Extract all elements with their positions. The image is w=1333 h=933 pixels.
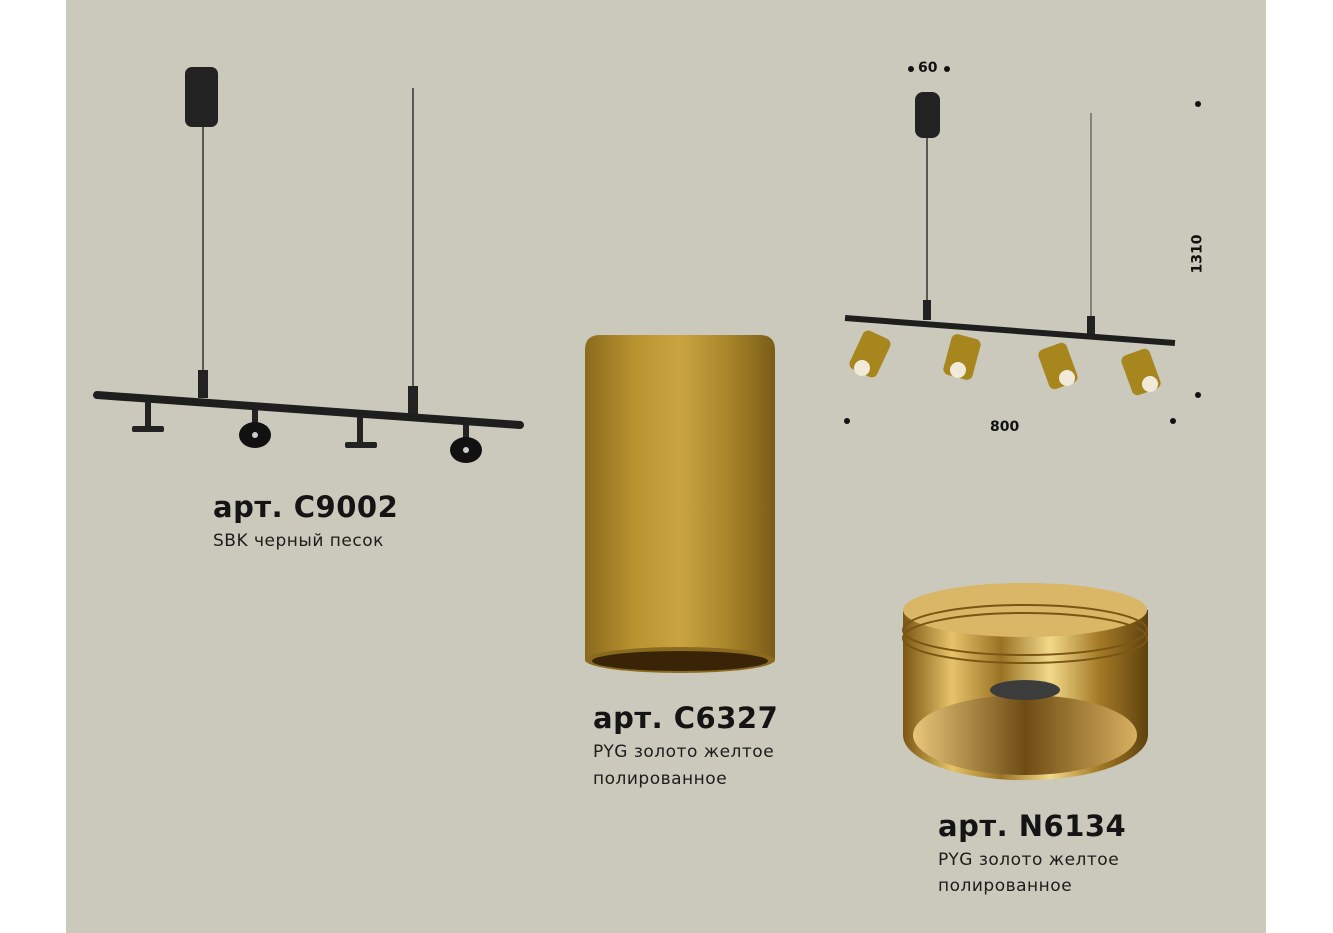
product-desc-c6327-line1: PYG золото желтое [593,742,775,762]
product-desc-n6134-line2: полированное [938,876,1073,896]
lamp-assembly-dimensioned-illustration [844,66,1201,424]
product-desc-c6327-line2: полированное [593,769,728,789]
lamp-c9002-illustration [93,67,524,463]
product-desc-n6134-line1: PYG золото желтое [938,850,1120,870]
dimension-height: 1310 [1189,234,1206,274]
product-title-n6134: арт. N6134 [938,809,1127,843]
product-title-c6327: арт. C6327 [593,701,779,735]
ring-n6134-illustration [902,583,1148,781]
dimension-canopy-width: 60 [918,60,938,76]
product-title-c9002: арт. C9002 [213,490,399,524]
cylinder-c6327-illustration [585,335,775,673]
product-desc-c9002: SBK черный песок [213,531,384,551]
dimension-length: 800 [990,419,1020,435]
